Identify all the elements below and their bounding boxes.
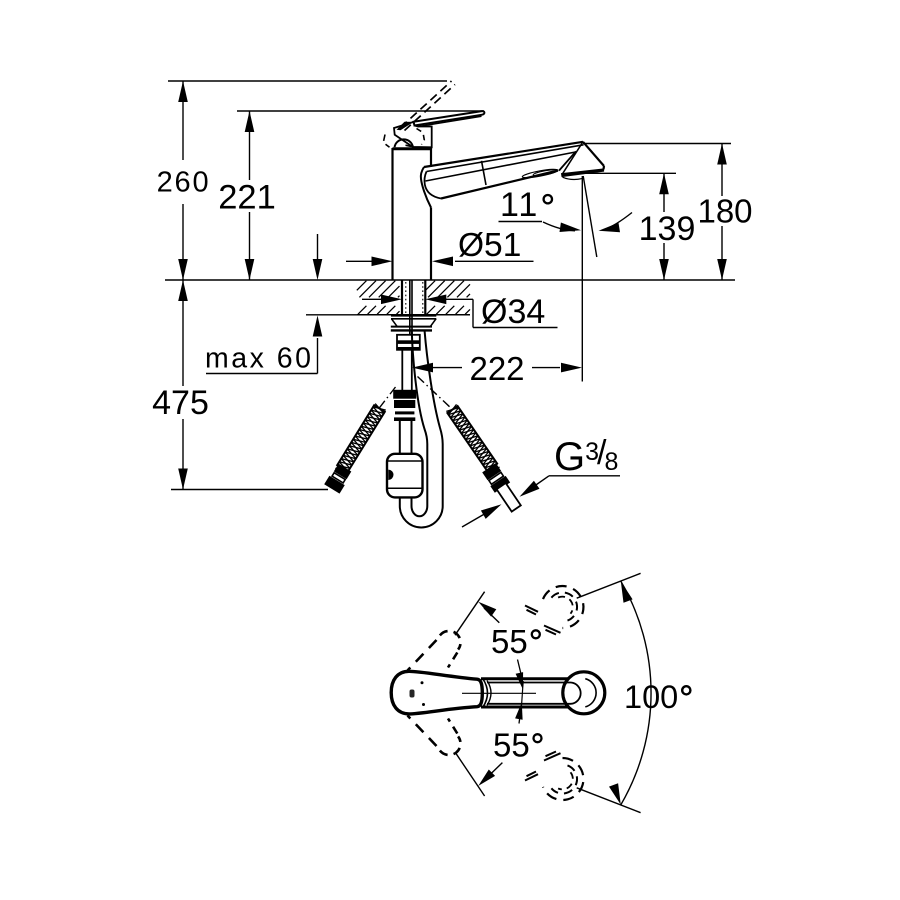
svg-text:max 60: max 60	[205, 342, 313, 374]
svg-text:180: 180	[697, 192, 752, 229]
svg-text:475: 475	[152, 384, 209, 422]
svg-text:100: 100	[624, 679, 678, 715]
svg-text:221: 221	[218, 179, 276, 217]
svg-text:222: 222	[469, 350, 524, 387]
svg-text:260: 260	[157, 167, 211, 199]
svg-text:139: 139	[639, 210, 696, 248]
svg-text:G3/8: G3/8	[554, 434, 618, 479]
svg-text:Ø34: Ø34	[481, 293, 545, 331]
svg-text:11: 11	[500, 186, 539, 224]
svg-text:55: 55	[491, 623, 528, 660]
svg-text:Ø51: Ø51	[458, 227, 521, 264]
svg-text:55: 55	[493, 727, 530, 764]
